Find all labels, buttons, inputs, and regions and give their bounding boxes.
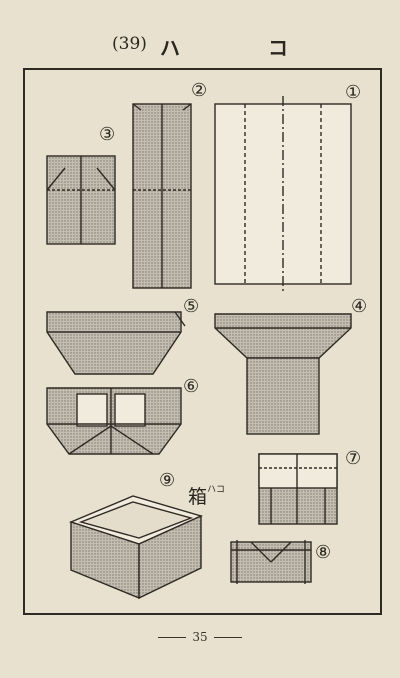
step-9-label: ⑨	[159, 470, 176, 491]
page-footer: 35	[0, 630, 400, 644]
folding-diagram	[46, 96, 352, 600]
step-1-sheet	[214, 96, 352, 294]
step-2-label: ②	[191, 80, 208, 101]
step-5-shape	[46, 311, 186, 375]
step-5-label: ⑤	[183, 296, 200, 317]
step-1-label: ①	[345, 82, 362, 103]
footer-dash-left	[158, 637, 187, 638]
diagram-frame: ① ② ③ ④ ⑤ ⑥ ⑦ ⑨ ⑧ 箱ハコ	[23, 68, 382, 615]
page-header: (39) ハ コ	[0, 30, 400, 60]
title-char-ha: ハ	[160, 36, 180, 60]
step-4-label: ④	[351, 296, 368, 317]
step-7-shape	[258, 453, 338, 525]
step-2-strip	[132, 103, 192, 289]
step-9-box	[68, 495, 204, 600]
footer-dash-right	[213, 637, 242, 638]
step-3-label: ③	[99, 124, 116, 145]
page-label: (39)	[112, 34, 147, 54]
step-6-shape	[46, 387, 182, 455]
box-caption-ruby: ハコ	[207, 485, 226, 495]
step-3-piece	[46, 155, 116, 245]
step-4-shape	[214, 313, 352, 435]
box-caption-kanji: 箱	[188, 486, 208, 508]
page-number: 35	[192, 630, 208, 644]
title-char-ko: コ	[268, 36, 288, 60]
step-8-label: ⑧	[315, 542, 332, 563]
step-6-label: ⑥	[183, 376, 200, 397]
step-8-shape	[230, 540, 312, 584]
step-7-label: ⑦	[345, 448, 362, 469]
box-caption: 箱ハコ	[188, 482, 225, 509]
